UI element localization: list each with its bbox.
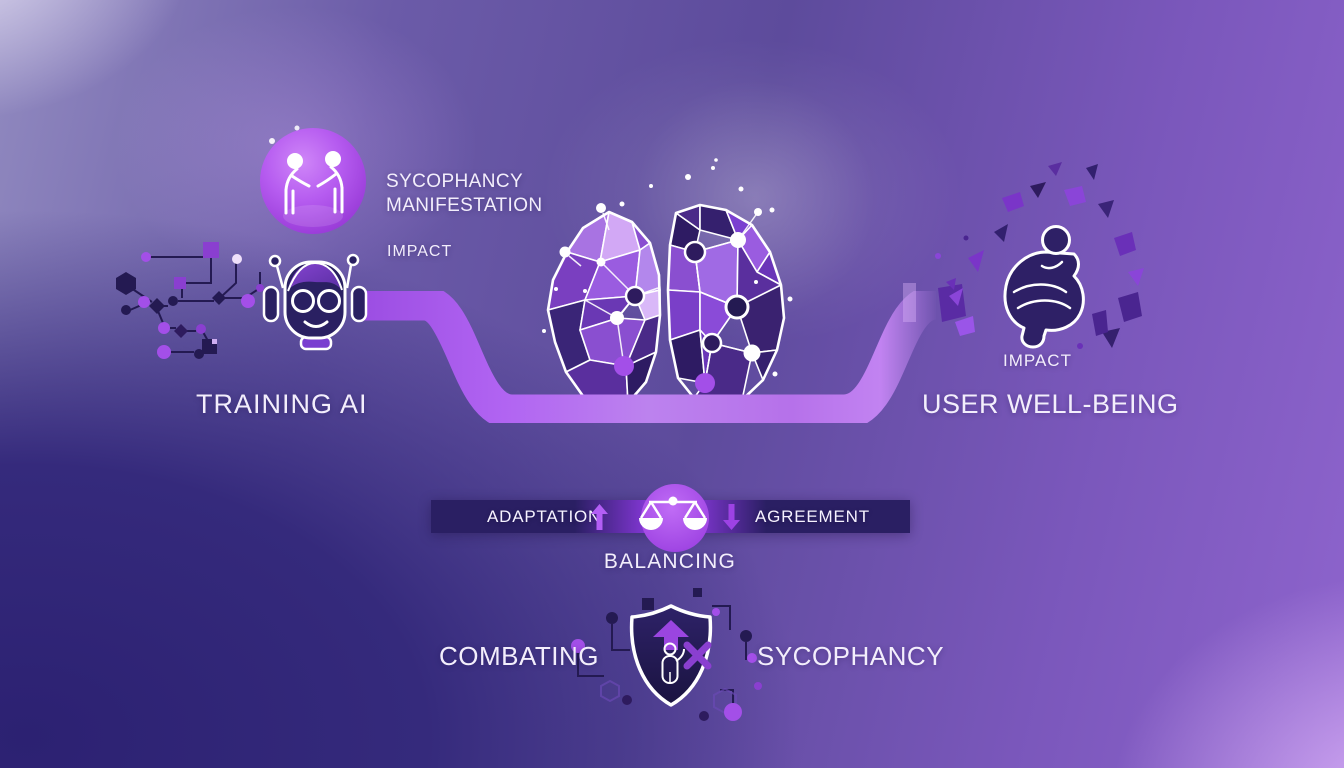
balancing-title: BALANCING <box>603 550 737 573</box>
impact-label-left: IMPACT <box>387 243 453 260</box>
training-ai-title: TRAINING AI <box>196 389 368 419</box>
agreement-label: AGREEMENT <box>755 507 870 526</box>
robot-eye-right <box>317 289 341 313</box>
sparkle-dots <box>542 158 793 377</box>
impact-label-right: IMPACT <box>1003 351 1072 370</box>
shield-icon <box>629 604 713 707</box>
shield-circuit-decor <box>571 588 762 721</box>
shield-up-arrow <box>653 620 689 650</box>
robot-icon <box>262 253 368 351</box>
bowing-person-right <box>316 151 344 214</box>
badge-label-line1: SYCOPHANCY <box>386 171 524 192</box>
brain-nodes <box>596 232 761 393</box>
flow-ribbon <box>362 284 939 430</box>
brain-right-outline <box>666 203 786 410</box>
crouched-person <box>1003 225 1085 349</box>
down-arrow-icon <box>723 504 740 530</box>
adaptation-label: ADAPTATION <box>487 507 602 526</box>
sycophancy-manifestation-label: SYCOPHANCY MANIFESTATION <box>386 170 543 218</box>
combating-title: COMBATING <box>439 641 600 671</box>
bowing-person-left <box>284 153 311 215</box>
shield-person <box>661 642 685 684</box>
robot-eye-left <box>291 289 315 313</box>
shattered-person-icon <box>935 162 1144 349</box>
badge-label-line2: MANIFESTATION <box>386 195 543 216</box>
robot-smile <box>303 320 329 328</box>
sycophancy-title: SYCOPHANCY <box>757 641 945 671</box>
shield-x-mark <box>683 641 712 670</box>
ribbon-arrow-tip <box>903 283 916 322</box>
neural-network-icon <box>116 242 264 359</box>
fragments <box>935 162 1144 349</box>
balance-scale-icon <box>639 484 709 552</box>
user-wellbeing-title: USER WELL-BEING <box>922 389 1179 419</box>
up-arrow-icon <box>591 504 608 530</box>
bowing-figures-badge <box>260 125 366 234</box>
